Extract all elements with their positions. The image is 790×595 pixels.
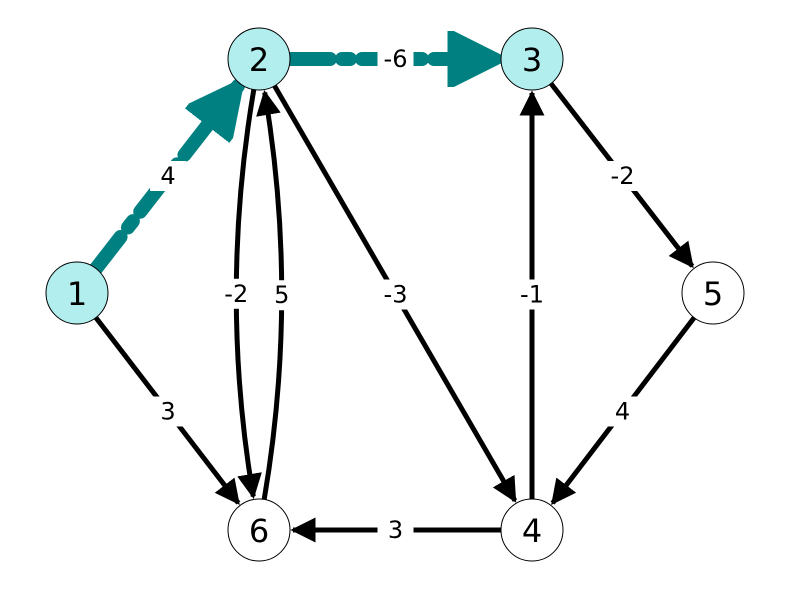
edge-weight-bg bbox=[377, 44, 414, 74]
edge-weight-text: -1 bbox=[520, 281, 544, 309]
edge-weight-bg bbox=[377, 515, 414, 545]
edge-weight-1-2: 4 bbox=[150, 161, 186, 191]
edge-weight-text: 3 bbox=[160, 398, 175, 426]
node-5: 5 bbox=[681, 261, 745, 325]
edge-weight-bg bbox=[150, 396, 186, 427]
edge-weight-2-6: -2 bbox=[218, 278, 255, 309]
node-label: 3 bbox=[522, 41, 542, 79]
node-label: 6 bbox=[249, 512, 269, 550]
edge-weight-text: 5 bbox=[274, 281, 289, 309]
edge-weight-bg bbox=[604, 161, 641, 191]
edge-weight-bg bbox=[604, 396, 641, 427]
edge-weight-4-3: -1 bbox=[514, 279, 550, 310]
edge-weight-4-6: 3 bbox=[377, 515, 414, 545]
node-4: 4 bbox=[500, 498, 564, 562]
edge-weight-text: 3 bbox=[388, 516, 403, 544]
node-circle bbox=[227, 27, 291, 91]
edge-weight-text: -2 bbox=[611, 162, 635, 190]
node-circle bbox=[681, 261, 745, 325]
edge-weight-2-4: -3 bbox=[377, 279, 414, 310]
edge-weight-2-3: -6 bbox=[377, 44, 414, 74]
nodes-layer: 1 2 3 4 5 6 bbox=[45, 27, 745, 562]
node-2: 2 bbox=[227, 27, 291, 91]
node-3: 3 bbox=[500, 27, 564, 91]
edge-weight-text: -6 bbox=[384, 45, 408, 73]
node-6: 6 bbox=[227, 498, 291, 562]
edge-weight-bg bbox=[218, 278, 255, 309]
node-1: 1 bbox=[45, 261, 109, 325]
edge-weight-3-5: -2 bbox=[604, 161, 641, 191]
edge-weight-text: 4 bbox=[615, 398, 630, 426]
edge-labels-layer: 4 -6 3 -2 5 -3 -2 -1 4 3 bbox=[150, 44, 641, 545]
node-label: 4 bbox=[522, 512, 542, 550]
edge-weight-bg bbox=[263, 280, 300, 311]
node-label: 1 bbox=[67, 275, 87, 313]
edge-weight-bg bbox=[377, 279, 414, 310]
edge-weight-text: -3 bbox=[384, 281, 408, 309]
node-label: 2 bbox=[249, 41, 269, 79]
node-circle bbox=[500, 498, 564, 562]
node-circle bbox=[45, 261, 109, 325]
edge-weight-bg bbox=[514, 279, 550, 310]
edge-weight-6-2: 5 bbox=[263, 280, 300, 311]
edge-weight-5-4: 4 bbox=[604, 396, 641, 427]
node-circle bbox=[227, 498, 291, 562]
edge-weight-1-6: 3 bbox=[150, 396, 186, 427]
node-label: 5 bbox=[703, 275, 723, 313]
edge-weight-text: -2 bbox=[224, 280, 248, 308]
edge-weight-text: 4 bbox=[160, 162, 175, 190]
edge-weight-bg bbox=[150, 161, 186, 191]
node-circle bbox=[500, 27, 564, 91]
